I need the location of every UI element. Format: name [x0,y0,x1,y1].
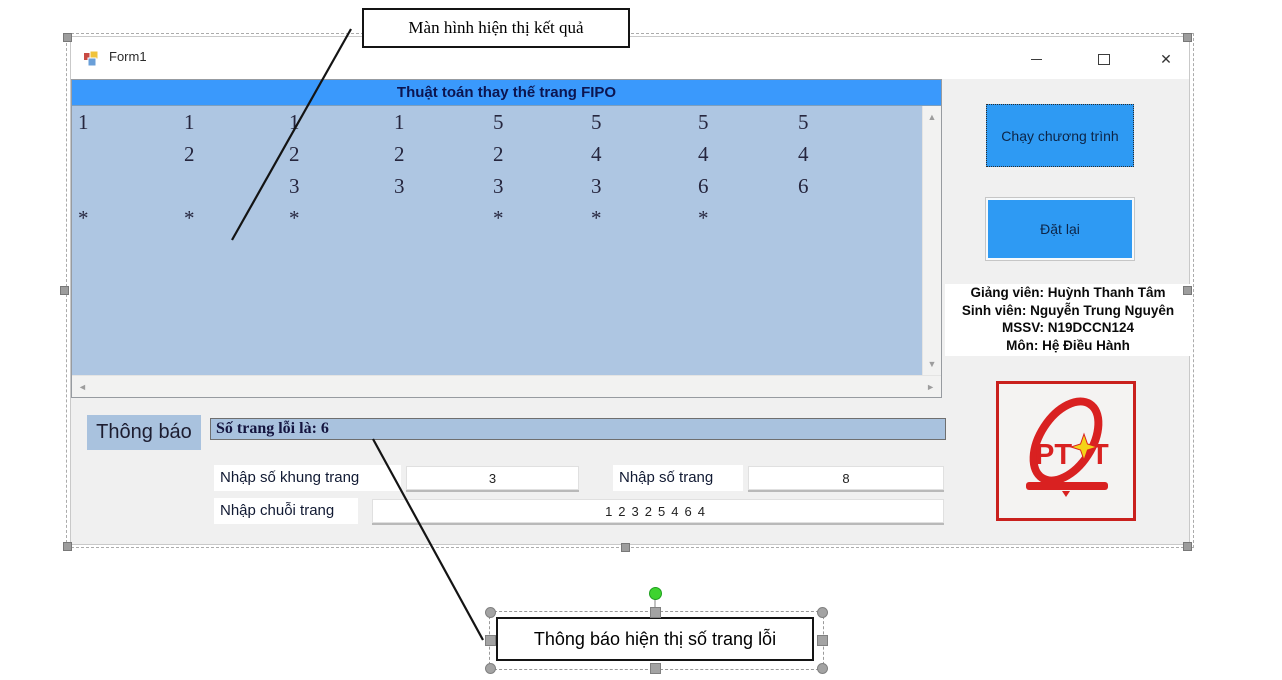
selection-handle[interactable] [817,663,828,674]
frame-cell: * [493,206,504,230]
frame-column: 5 2 3 * [493,107,583,235]
pages-label: Nhập số trang [613,465,743,491]
selection-handle[interactable] [485,607,496,618]
frame-cell: * [698,206,709,230]
frame-cell: 5 [591,110,602,134]
maximize-button[interactable] [1087,45,1121,73]
form-selection-outline [66,33,1194,548]
frame-cell: 3 [394,174,405,198]
credits-line: MSSV: N19DCCN124 [1001,320,1135,335]
minimize-button[interactable] [1019,45,1053,73]
credits-text: Giảng viên: Huỳnh Thanh Tâm Sinh viên: N… [945,284,1191,356]
frame-cell: 6 [798,174,809,198]
selection-handle[interactable] [650,663,661,674]
scroll-up-icon[interactable]: ▲ [927,112,937,122]
minimize-icon [1030,58,1042,60]
close-icon: ✕ [1160,51,1172,67]
window-title: Form1 [109,49,147,64]
frame-cell: * [591,206,602,230]
frame-column: 1* [78,107,168,235]
selection-handle[interactable] [485,635,496,646]
logo-ellipse-icon [1029,397,1103,485]
frame-cell: 2 [184,142,195,166]
logo-bar-icon [1026,482,1108,490]
callout-bottom[interactable]: Thông báo hiện thị số trang lỗi [496,617,814,661]
resize-handle[interactable] [1183,542,1192,551]
result-panel-header: Thuật toán thay thế trang FIPO [72,80,941,106]
frame-cell: 6 [698,174,709,198]
ptit-logo-graphic: PT T [1026,397,1109,497]
frame-column: 5 4 6 * [698,107,788,235]
horizontal-scrollbar[interactable]: ◄ ► [72,375,941,397]
pages-input[interactable] [748,466,944,490]
frame-cell: 5 [698,110,709,134]
callout-top[interactable]: Màn hình hiện thị kết quả [362,8,630,48]
resize-handle[interactable] [1183,286,1192,295]
resize-handle[interactable] [1183,33,1192,42]
frame-cell: 1 [78,110,89,134]
frame-cell: 5 [493,110,504,134]
notice-label: Thông báo [87,415,201,450]
resize-handle[interactable] [63,33,72,42]
frame-column: 1 2 3 [394,107,484,235]
fault-count-banner: Số trang lỗi là: 6 [210,418,946,440]
frame-cell: * [184,206,195,230]
selection-handle[interactable] [817,607,828,618]
sequence-label: Nhập chuỗi trang [214,498,358,524]
frame-column: 1 2 * [184,107,274,235]
selection-handle[interactable] [650,607,661,618]
frame-cell: 2 [493,142,504,166]
frame-cell: 4 [698,142,709,166]
scroll-down-icon[interactable]: ▼ [927,359,937,369]
credits-line: Sinh viên: Nguyễn Trung Nguyên [961,302,1175,318]
logo-star-icon [1069,432,1099,462]
frame-column: 5 4 3 * [591,107,681,235]
rotation-handle[interactable] [649,587,662,600]
frame-cell: 1 [184,110,195,134]
selection-handle[interactable] [817,635,828,646]
winforms-app-icon [84,50,99,67]
frame-cell: 5 [798,110,809,134]
credits-line: Môn: Hệ Điều Hành [1006,337,1130,353]
form1-window: Form1 ✕ Thuật toán thay thế trang FIPO 1… [70,36,1191,545]
frame-cell: 4 [591,142,602,166]
ptit-logo: PT T [996,381,1136,521]
vertical-scrollbar[interactable]: ▲ ▼ [922,106,941,375]
resize-handle[interactable] [621,543,630,552]
frame-cell: 2 [394,142,405,166]
reset-button[interactable]: Đặt lại [986,198,1134,260]
resize-handle[interactable] [60,286,69,295]
frame-cell: * [78,206,89,230]
logo-triangle-icon [1062,491,1070,497]
credits-line: Giảng viên: Huỳnh Thanh Tâm [970,285,1166,300]
frame-cell: 1 [394,110,405,134]
logo-pt-text: PT [1035,439,1072,471]
scroll-left-icon[interactable]: ◄ [78,381,87,392]
selection-handle[interactable] [485,663,496,674]
close-button[interactable]: ✕ [1149,45,1183,73]
frame-cell: 4 [798,142,809,166]
frame-cell: 3 [493,174,504,198]
frame-cell: 3 [591,174,602,198]
frames-label: Nhập số khung trang [214,465,401,491]
scroll-right-icon[interactable]: ► [926,381,935,392]
run-button[interactable]: Chạy chương trình [986,104,1134,167]
maximize-icon [1098,53,1110,65]
frame-column: 5 4 6 [798,107,888,235]
resize-handle[interactable] [63,542,72,551]
